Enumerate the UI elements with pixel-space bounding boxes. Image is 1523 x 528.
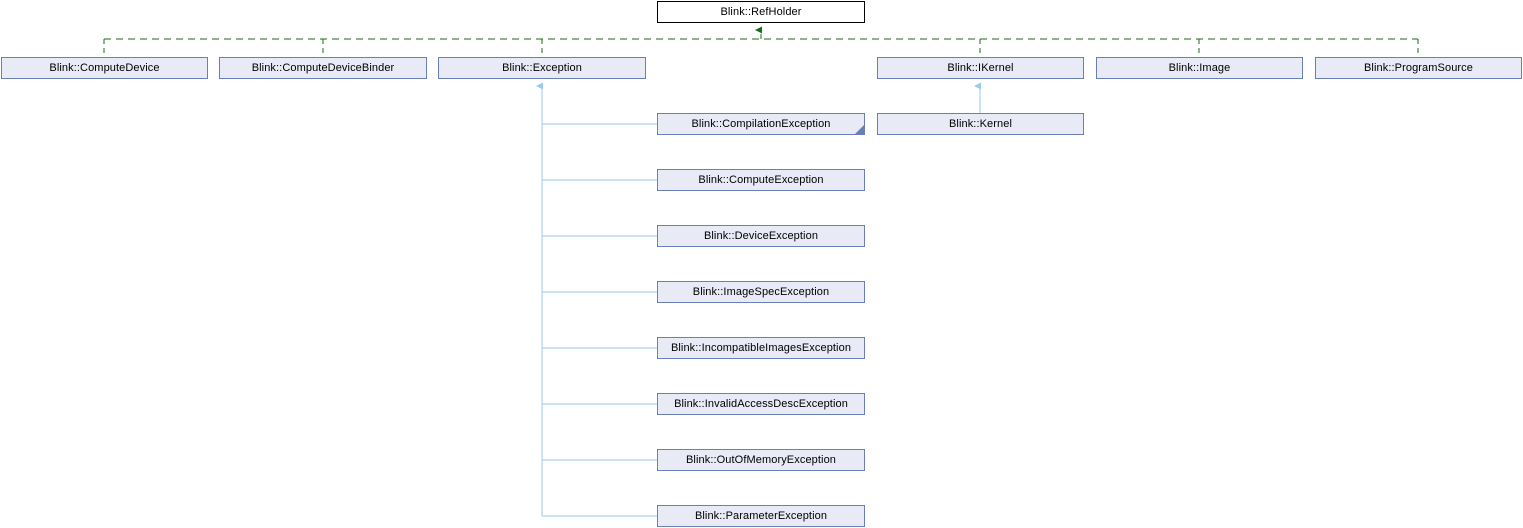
- class-node-exception[interactable]: Blink::Exception: [438, 57, 646, 79]
- class-node-label: Blink::CompilationException: [691, 118, 831, 130]
- class-node-invalid-access-desc-exception[interactable]: Blink::InvalidAccessDescException: [657, 393, 865, 415]
- class-node-out-of-memory-exception[interactable]: Blink::OutOfMemoryException: [657, 449, 865, 471]
- class-node-label: Blink::Kernel: [948, 118, 1013, 130]
- class-node-compute-device[interactable]: Blink::ComputeDevice: [1, 57, 208, 79]
- class-node-label: Blink::ImageSpecException: [692, 286, 830, 298]
- class-node-kernel[interactable]: Blink::Kernel: [877, 113, 1084, 135]
- class-node-image[interactable]: Blink::Image: [1096, 57, 1303, 79]
- class-node-ref-holder[interactable]: Blink::RefHolder: [657, 1, 865, 23]
- class-node-label: Blink::ComputeException: [698, 174, 824, 186]
- class-node-label: Blink::InvalidAccessDescException: [674, 398, 848, 410]
- class-node-label: Blink::IncompatibleImagesException: [670, 342, 852, 354]
- realization-edges: [103, 26, 1419, 57]
- class-node-label: Blink::Image: [1168, 62, 1231, 74]
- class-node-label: Blink::RefHolder: [720, 6, 802, 18]
- class-node-incompatible-images-exception[interactable]: Blink::IncompatibleImagesException: [657, 337, 865, 359]
- class-node-label: Blink::Exception: [502, 62, 582, 74]
- class-node-compute-device-binder[interactable]: Blink::ComputeDeviceBinder: [219, 57, 427, 79]
- class-node-label: Blink::ComputeDevice: [49, 62, 160, 74]
- class-node-label: Blink::DeviceException: [703, 230, 819, 242]
- class-node-label: Blink::ComputeDeviceBinder: [251, 62, 395, 74]
- collapsed-corner-icon[interactable]: [855, 125, 864, 134]
- class-node-image-spec-exception[interactable]: Blink::ImageSpecException: [657, 281, 865, 303]
- class-node-program-source[interactable]: Blink::ProgramSource: [1315, 57, 1522, 79]
- class-node-label: Blink::ProgramSource: [1364, 62, 1473, 74]
- class-node-ikernel[interactable]: Blink::IKernel: [877, 57, 1084, 79]
- class-node-compute-exception[interactable]: Blink::ComputeException: [657, 169, 865, 191]
- class-node-device-exception[interactable]: Blink::DeviceException: [657, 225, 865, 247]
- class-node-compilation-exception[interactable]: Blink::CompilationException: [657, 113, 865, 135]
- class-node-label: Blink::OutOfMemoryException: [685, 454, 837, 466]
- class-node-label: Blink::ParameterException: [694, 510, 828, 522]
- class-node-parameter-exception[interactable]: Blink::ParameterException: [657, 505, 865, 527]
- class-node-label: Blink::IKernel: [947, 62, 1014, 74]
